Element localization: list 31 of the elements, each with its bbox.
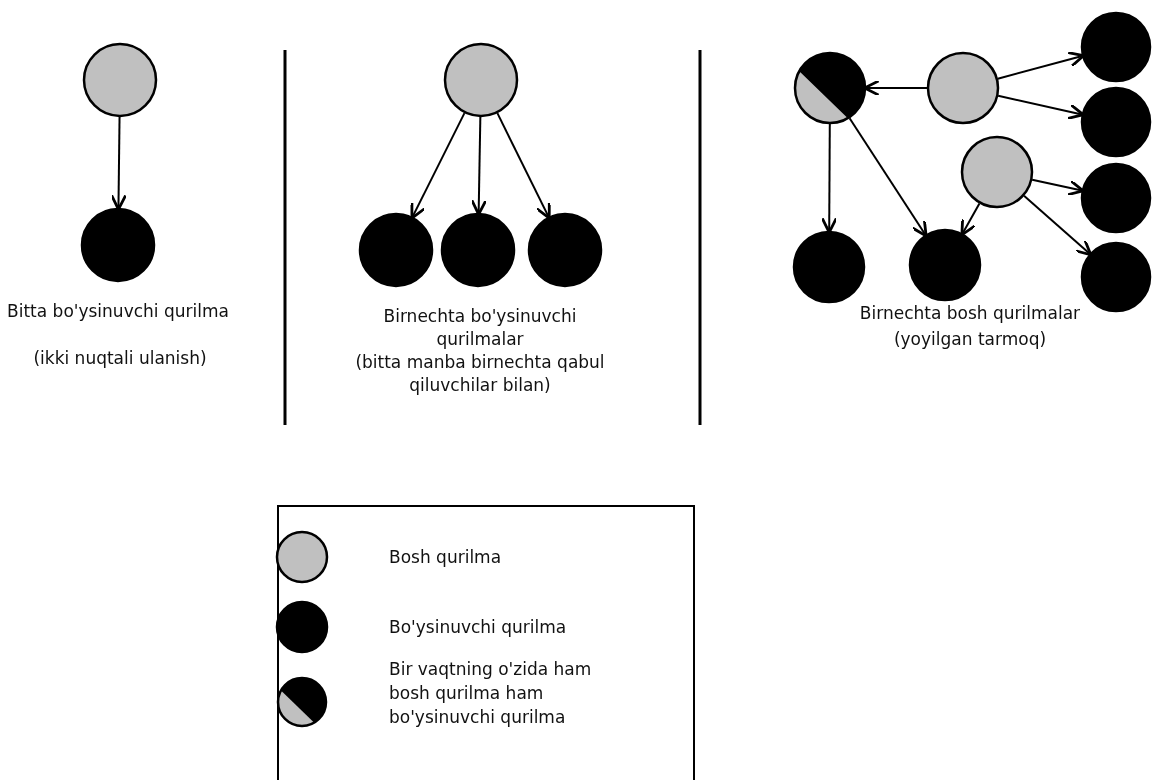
legend-text: Bosh qurilma xyxy=(389,546,503,569)
master-device-circle xyxy=(959,134,1035,210)
arrow xyxy=(496,112,551,220)
slave-device-circle xyxy=(526,211,604,289)
arrow xyxy=(848,117,928,238)
arrow xyxy=(410,112,466,220)
slave-device-circle xyxy=(791,229,867,305)
slave-device-circle xyxy=(439,211,517,289)
caption-text: (ikki nuqtali ulanish) xyxy=(32,347,208,370)
caption-text: Birnechta bo'ysinuvchi qurilmalar xyxy=(382,305,578,351)
caption-text: (bitta manba birnechta qabul qiluvchilar bilan) xyxy=(354,351,606,397)
master-slave-device-circle xyxy=(792,50,868,126)
caption-text: (yoyilgan tarmoq) xyxy=(892,328,1048,351)
slave-device-circle xyxy=(1079,85,1152,159)
master-device-circle xyxy=(925,50,1001,126)
slave-device-circle xyxy=(1079,240,1152,314)
master-device-circle xyxy=(81,41,159,119)
caption-text: Birnechta bosh qurilmalar xyxy=(858,302,1082,325)
arrow xyxy=(996,51,1085,80)
slave-device-circle xyxy=(1079,161,1152,235)
slave-device-circle xyxy=(1079,10,1152,84)
legend-text: Bo'ysinuvchi qurilma xyxy=(389,616,568,639)
caption-text: Bitta bo'ysinuvchi qurilma xyxy=(6,300,230,323)
arrow xyxy=(960,202,981,237)
legend-text: Bir vaqtning o'zida ham bosh qurilma ham bo'ysinuvchi qurilma xyxy=(389,658,593,729)
slave-device-circle xyxy=(357,211,435,289)
slave-device-circle xyxy=(79,206,157,284)
master-device-circle xyxy=(442,41,520,119)
arrow xyxy=(1023,194,1093,257)
slave-device-circle xyxy=(907,227,983,303)
arrow xyxy=(863,79,928,97)
